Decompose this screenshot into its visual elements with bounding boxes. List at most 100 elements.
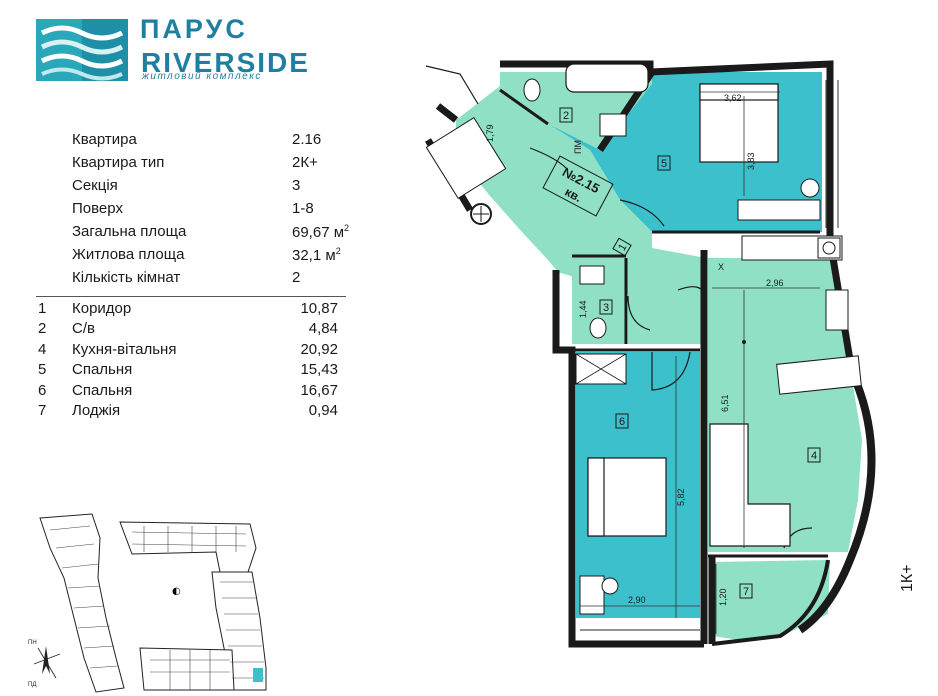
sink-icon xyxy=(579,265,605,285)
info-value: 1-8 xyxy=(292,200,314,217)
info-row: Квартира 2.16 xyxy=(72,128,362,151)
room-area: 0,94 xyxy=(308,402,338,420)
info-row: Квартира тип 2К+ xyxy=(72,151,362,174)
room-label: 1 xyxy=(616,242,629,253)
dimension-label: 5,82 xyxy=(676,488,686,506)
unit-superscript: 2 xyxy=(335,245,341,256)
room-number: 1 xyxy=(38,299,47,317)
info-value: 32,1 м2 xyxy=(292,246,362,264)
room-row: 5 Спальня 15,43 xyxy=(38,360,338,381)
info-label: Кількість кімнат xyxy=(72,269,181,286)
room-number: 5 xyxy=(38,361,47,379)
info-label: Квартира тип xyxy=(72,154,165,171)
dimension-label: 6,51 xyxy=(720,394,730,412)
brand-tagline: житловий комплекс xyxy=(142,71,262,82)
brand-name: ПАРУС xyxy=(140,14,248,44)
room-area: 10,87 xyxy=(300,299,338,317)
stove-icon xyxy=(817,237,841,259)
room-label: 5 xyxy=(661,158,667,170)
room-row: 1 Коридор 10,87 xyxy=(38,298,338,319)
room-area: 15,43 xyxy=(300,361,338,379)
room-row: 2 С/в 4,84 xyxy=(38,319,338,340)
info-label: Житлова площа xyxy=(72,246,185,263)
room-name: С/в xyxy=(72,320,95,338)
living-area-value: 32,1 м xyxy=(292,246,336,264)
info-row: Секція 3 xyxy=(72,174,362,197)
chair-icon xyxy=(601,577,619,595)
x-mark: Х xyxy=(718,262,724,272)
curved-facade xyxy=(797,370,876,634)
info-row: Поверх 1-8 xyxy=(72,197,362,220)
desk-icon xyxy=(737,199,821,221)
room-label: 4 xyxy=(811,450,817,462)
svg-text:◐: ◐ xyxy=(172,586,181,597)
section-highlight xyxy=(253,668,263,682)
room-row: 6 Спальня 16,67 xyxy=(38,380,338,401)
toilet-icon xyxy=(589,317,607,339)
info-value: 2.16 xyxy=(292,131,322,148)
room-label: 2 xyxy=(563,110,569,122)
bathtub-icon xyxy=(565,63,649,93)
toilet-icon xyxy=(523,78,541,102)
dimension-label: 2,96 xyxy=(766,278,784,288)
neighbour-apartment-label: 1К+ xyxy=(899,564,916,592)
info-row: Житлова площа 32,1 м2 xyxy=(72,243,362,266)
apartment-info: Квартира 2.16 Квартира тип 2К+ Секція 3 Пов… xyxy=(72,128,362,289)
room-area: 20,92 xyxy=(300,340,338,358)
info-row: Кількість кімнат 2 xyxy=(72,266,362,289)
room-name: Лоджія xyxy=(72,402,121,420)
info-value: 2К+ xyxy=(292,154,318,171)
bed-icon xyxy=(587,457,667,537)
dimension-label: 1,20 xyxy=(718,588,728,606)
info-row: Загальна площа 69,67 м2 xyxy=(72,220,362,243)
rooms-list: 1 Коридор 10,87 2 С/в 4,84 4 Кухня-вітальня 20… xyxy=(38,298,338,421)
room-row: 4 Кухня-вітальня 20,92 xyxy=(38,339,338,360)
dimension-label: 1,44 xyxy=(578,300,588,318)
total-area-value: 69,67 м xyxy=(292,223,345,241)
dining-table-icon xyxy=(776,355,862,395)
compass-north-label: ПН xyxy=(28,640,37,646)
unit-superscript: 2 xyxy=(344,222,350,233)
bed-icon xyxy=(699,83,779,163)
pm-mark: ПМ xyxy=(573,140,583,154)
sink-icon xyxy=(599,113,627,137)
site-plan: ◐ ПН ПД xyxy=(28,513,267,693)
room-7-fill xyxy=(712,560,830,640)
compass-south-label: ПД xyxy=(28,682,36,688)
dimension-label: 3,83 xyxy=(746,152,756,170)
dimension-label: 1,79 xyxy=(485,124,495,142)
info-value: 2 xyxy=(292,269,301,286)
info-label: Поверх xyxy=(72,200,123,217)
info-label: Загальна площа xyxy=(72,223,187,240)
room-number: 2 xyxy=(38,320,47,338)
info-value: 69,67 м2 xyxy=(292,223,362,241)
room-number: 6 xyxy=(38,381,47,399)
chair-icon xyxy=(800,178,820,198)
dimension-label: 3,62 xyxy=(724,93,742,103)
info-label: Квартира xyxy=(72,131,137,148)
sofa-icon xyxy=(709,423,791,547)
desk-icon xyxy=(579,575,605,615)
room-name: Кухня-вітальня xyxy=(72,340,177,358)
divider xyxy=(36,296,346,297)
apartment-sub: кв. xyxy=(563,185,584,205)
room-label: 3 xyxy=(603,302,609,314)
room-name: Спальня xyxy=(72,361,133,379)
brand-subname: RIVERSIDE xyxy=(141,47,310,78)
logo-waves-icon xyxy=(36,19,128,81)
room-1-fill xyxy=(456,86,706,344)
room-name: Спальня xyxy=(72,381,133,399)
compass-icon xyxy=(33,646,61,679)
info-value: 3 xyxy=(292,177,301,194)
dimension-label: 2,90 xyxy=(628,595,646,605)
room-label: 7 xyxy=(743,586,749,598)
room-name: Коридор xyxy=(72,299,132,317)
info-label: Секція xyxy=(72,177,118,194)
kitchen-cabinet xyxy=(825,289,849,331)
floor-plan: №2.15 кв. 1 2 3 4 5 6 7 3,62 3,83 1,79 1… xyxy=(424,60,916,648)
room-area: 4,84 xyxy=(308,320,338,338)
room-area: 16,67 xyxy=(300,381,338,399)
room-number: 4 xyxy=(38,340,47,358)
room-label: 6 xyxy=(619,416,625,428)
